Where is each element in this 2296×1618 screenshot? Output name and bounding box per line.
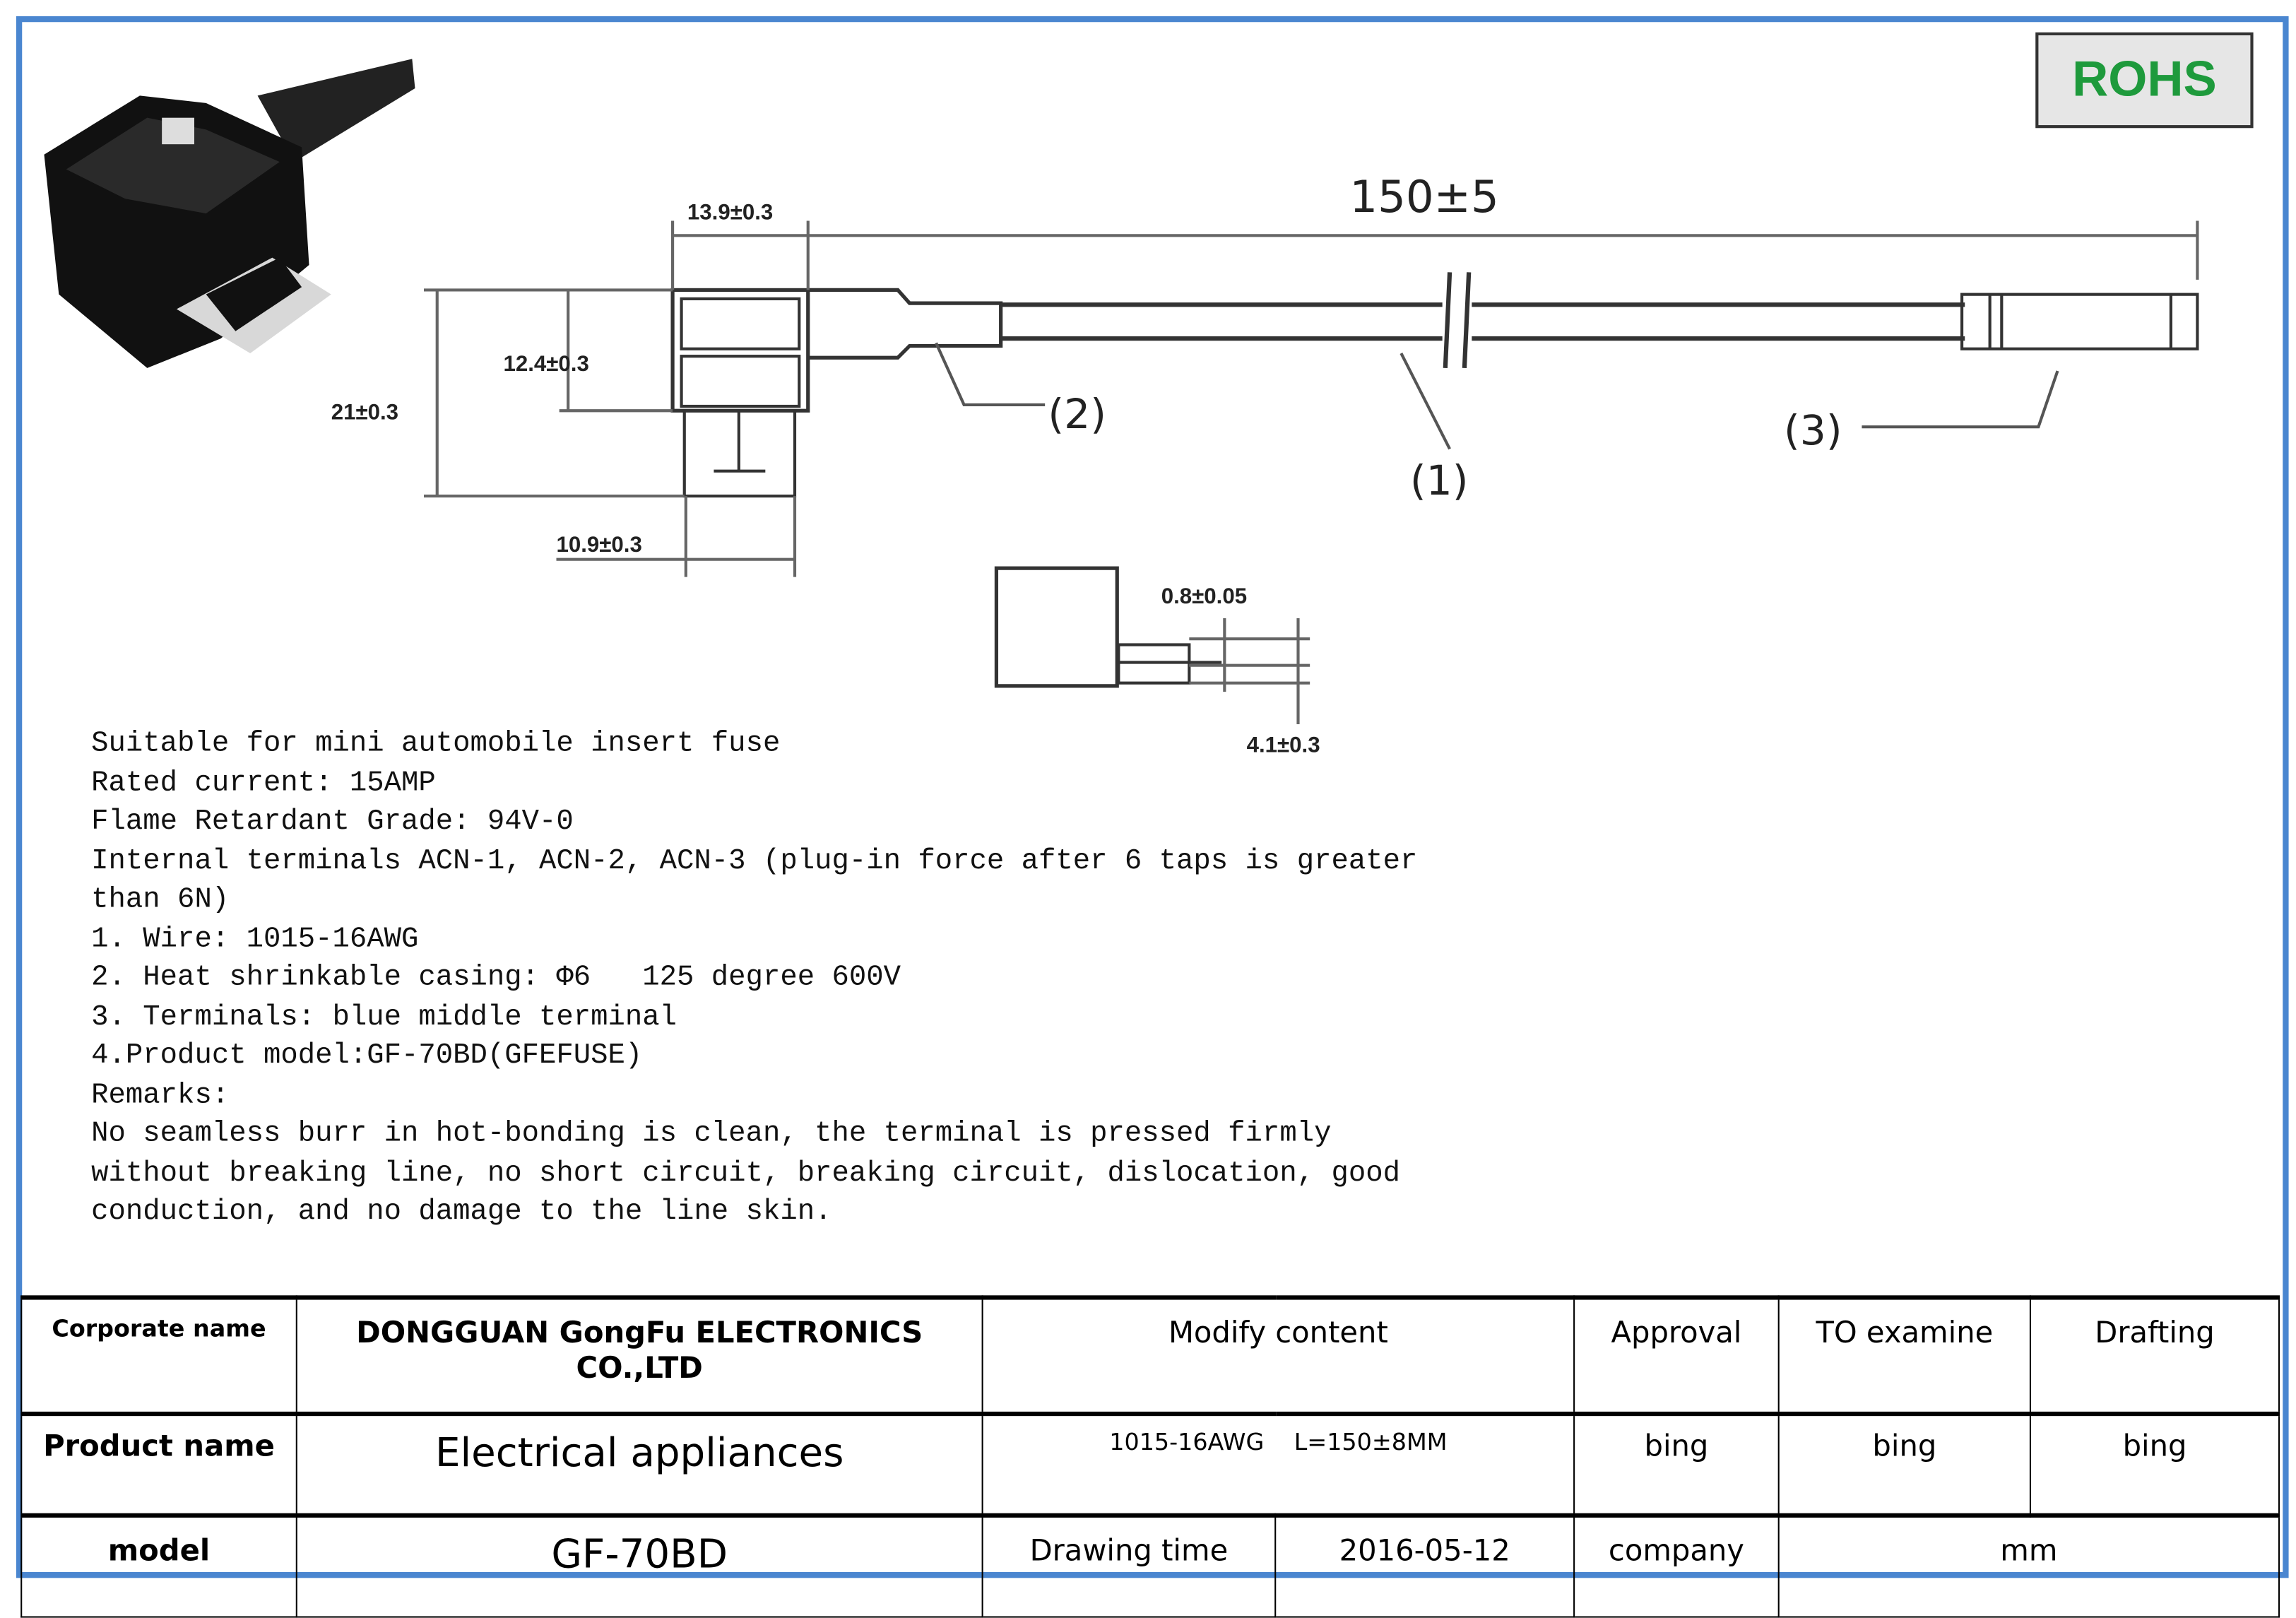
note-line: conduction, and no damage to the line sk… <box>91 1195 832 1228</box>
callout-2: (2) <box>1048 390 1106 438</box>
corporate-name-label: Corporate name <box>20 1297 297 1415</box>
note-line: No seamless burr in hot-bonding is clean… <box>91 1117 1332 1150</box>
callout-1: (1) <box>1410 456 1469 504</box>
rohs-badge: ROHS <box>2035 32 2254 129</box>
modify-content: 1015-16AWG L=150±8MM <box>981 1412 1575 1516</box>
blade-thickness-dimension: 0.8±0.05 <box>1161 584 1247 608</box>
specification-notes: Suitable for mini automobile insert fuse… <box>91 724 1417 1232</box>
note-line: 1. Wire: 1015-16AWG <box>91 922 419 955</box>
note-line: Remarks: <box>91 1078 230 1111</box>
blade-width-dimension: 10.9±0.3 <box>556 532 641 557</box>
note-line: Suitable for mini automobile insert fuse <box>91 727 781 760</box>
note-line: without breaking line, no short circuit,… <box>91 1156 1400 1189</box>
approval-label: Approval <box>1573 1297 1780 1415</box>
drafting-label: Drafting <box>2029 1297 2280 1415</box>
note-line: than 6N) <box>91 882 230 916</box>
product-name: Electrical appliances <box>295 1412 983 1516</box>
model-value: GF-70BD <box>295 1514 983 1618</box>
model-label: model <box>20 1514 297 1618</box>
product-photo <box>44 59 415 368</box>
fuse-holder-top-view <box>423 220 2199 724</box>
drawing-time: 2016-05-12 <box>1274 1514 1575 1618</box>
note-line: Internal terminals ACN-1, ACN-2, ACN-3 (… <box>91 844 1418 877</box>
overall-length-dimension: 150±5 <box>1349 171 1498 223</box>
drawing-time-label: Drawing time <box>981 1514 1277 1618</box>
top-width-dimension: 13.9±0.3 <box>687 199 773 224</box>
side-height-dimension: 4.1±0.3 <box>1247 733 1320 757</box>
callout-3: (3) <box>1784 406 1842 454</box>
total-height-dimension: 21±0.3 <box>331 400 398 425</box>
note-line: Flame Retardant Grade: 94V-0 <box>91 805 574 838</box>
note-line: 4.Product model:GF-70BD(GFEFUSE) <box>91 1039 643 1072</box>
company-label: company <box>1573 1514 1780 1618</box>
drafting-value: bing <box>2029 1412 2280 1516</box>
examine-value: bing <box>1777 1412 2032 1516</box>
note-line: 2. Heat shrinkable casing: Φ6 125 degree… <box>91 961 901 994</box>
note-line: Rated current: 15AMP <box>91 766 436 799</box>
approval-value: bing <box>1573 1412 1780 1516</box>
corporate-name: DONGGUAN GongFu ELECTRONICS CO.,LTD <box>295 1297 983 1415</box>
title-block: Corporate name DONGGUAN GongFu ELECTRONI… <box>20 1295 2280 1618</box>
unit-value: mm <box>1777 1514 2280 1618</box>
examine-label: TO examine <box>1777 1297 2032 1415</box>
product-name-label: Product name <box>20 1412 297 1516</box>
inner-height-dimension: 12.4±0.3 <box>503 351 588 376</box>
modify-content-label: Modify content <box>981 1297 1575 1415</box>
note-line: 3. Terminals: blue middle terminal <box>91 1000 677 1033</box>
